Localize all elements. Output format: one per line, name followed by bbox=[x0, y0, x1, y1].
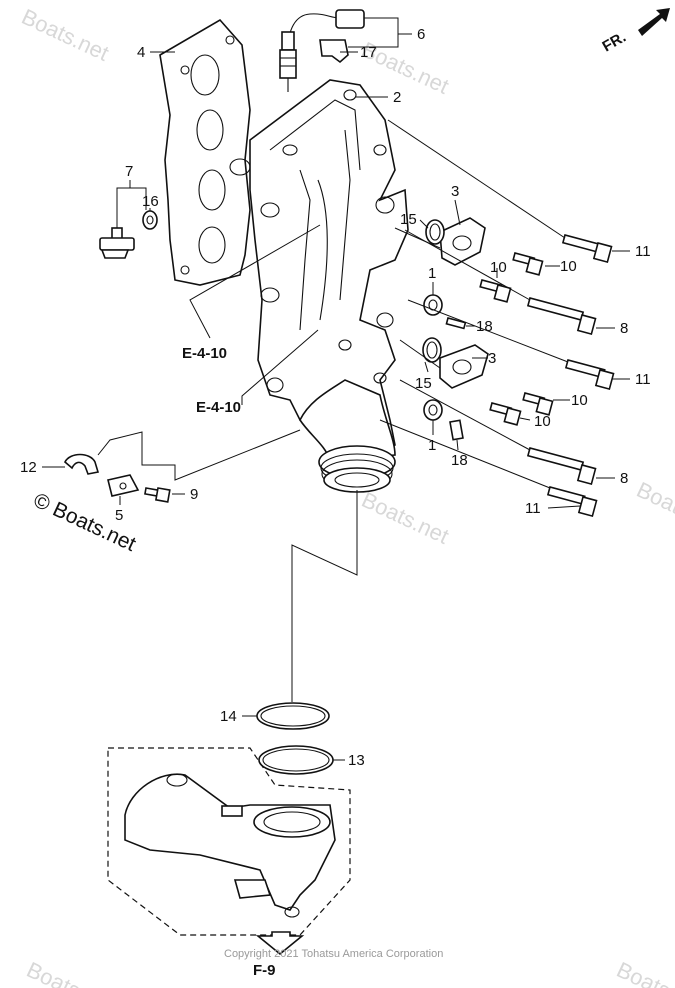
bolt-11-lower bbox=[546, 486, 598, 518]
part-label-10-a: 10 bbox=[490, 259, 507, 276]
watermark: Boats.net bbox=[613, 957, 675, 988]
part-label-12: 12 bbox=[20, 459, 37, 476]
screw-18-lower bbox=[449, 419, 464, 441]
part-label-18-upper: 18 bbox=[476, 318, 493, 335]
o-ring-upper bbox=[425, 219, 445, 245]
bushing-lower bbox=[423, 399, 443, 421]
part-label-9: 9 bbox=[190, 486, 198, 503]
bolt-10-a bbox=[512, 252, 544, 276]
manifold-gasket bbox=[159, 18, 251, 286]
part-label-11-lower: 11 bbox=[525, 500, 541, 517]
bolt-11-middle bbox=[564, 359, 615, 391]
bolt-8-lower bbox=[526, 447, 597, 486]
seal-ring-14 bbox=[256, 702, 330, 730]
part-label-10-d: 10 bbox=[534, 413, 551, 430]
f9-down-arrow bbox=[255, 931, 305, 956]
part-label-10-c: 10 bbox=[571, 392, 588, 409]
cover-lower bbox=[439, 344, 489, 389]
copyright-text: Copyright 2021 Tohatsu America Corporati… bbox=[224, 948, 443, 960]
watermark: Boats.net bbox=[358, 487, 453, 549]
ref-label-bottom: F-9 bbox=[253, 962, 276, 979]
bolt-8-upper bbox=[526, 297, 597, 336]
part-label-13: 13 bbox=[348, 752, 365, 769]
temperature-sender bbox=[99, 227, 135, 259]
bracket bbox=[107, 474, 140, 497]
leader-lines bbox=[42, 17, 630, 761]
watermark: Boats.net bbox=[18, 4, 113, 66]
o-ring-lower bbox=[422, 337, 442, 363]
part-label-15-upper: 15 bbox=[400, 211, 417, 228]
part-label-8-lower: 8 bbox=[620, 470, 628, 487]
part-label-1-upper: 1 bbox=[428, 265, 436, 282]
part-label-8-upper: 8 bbox=[620, 320, 628, 337]
part-label-11-middle: 11 bbox=[635, 371, 651, 388]
part-label-6: 6 bbox=[417, 26, 425, 43]
manifold-outlet bbox=[299, 379, 396, 493]
part-label-5: 5 bbox=[115, 507, 123, 524]
thermostat-housing-outline bbox=[107, 747, 351, 936]
part-label-15-lower: 15 bbox=[415, 375, 432, 392]
part-label-10-b: 10 bbox=[560, 258, 577, 275]
part-label-3-lower: 3 bbox=[488, 350, 496, 367]
bolt-10-d bbox=[489, 402, 522, 426]
bolt-10-c bbox=[522, 392, 554, 416]
part-label-17: 17 bbox=[360, 44, 377, 61]
direction-label: FR. bbox=[600, 29, 629, 56]
watermark: Boats.net bbox=[23, 957, 118, 988]
screw-18-upper bbox=[445, 317, 467, 330]
ref-label-lower: E-4-10 bbox=[196, 399, 241, 416]
part-label-11-upper: 11 bbox=[635, 243, 651, 260]
sender-washer bbox=[142, 210, 158, 230]
bolt-10-b bbox=[479, 279, 512, 303]
part-label-1-lower: 1 bbox=[428, 437, 436, 454]
sensor-clip bbox=[319, 39, 349, 64]
bolt-9 bbox=[144, 487, 171, 503]
front-direction-arrow bbox=[638, 8, 670, 36]
hose-clamp bbox=[64, 453, 100, 475]
cover-upper bbox=[439, 217, 486, 266]
bushing-upper bbox=[423, 294, 443, 316]
ref-label-upper: E-4-10 bbox=[182, 345, 227, 362]
part-label-4: 4 bbox=[137, 44, 145, 61]
oxygen-sensor bbox=[279, 9, 365, 92]
exhaust-manifold bbox=[229, 79, 409, 456]
part-label-3-upper: 3 bbox=[451, 183, 459, 200]
seal-ring-13 bbox=[258, 745, 334, 775]
watermark: Boats.net bbox=[633, 477, 675, 539]
thermostat-housing bbox=[124, 773, 336, 918]
part-labels: 4 6 17 2 7 16 3 15 1 10 10 11 8 18 3 15 … bbox=[20, 26, 651, 769]
part-label-7: 7 bbox=[125, 163, 133, 180]
part-label-16: 16 bbox=[142, 193, 159, 210]
part-label-18-lower: 18 bbox=[451, 452, 468, 469]
bolt-11-upper bbox=[561, 234, 613, 264]
part-label-14: 14 bbox=[220, 708, 237, 725]
part-label-2: 2 bbox=[393, 89, 401, 106]
